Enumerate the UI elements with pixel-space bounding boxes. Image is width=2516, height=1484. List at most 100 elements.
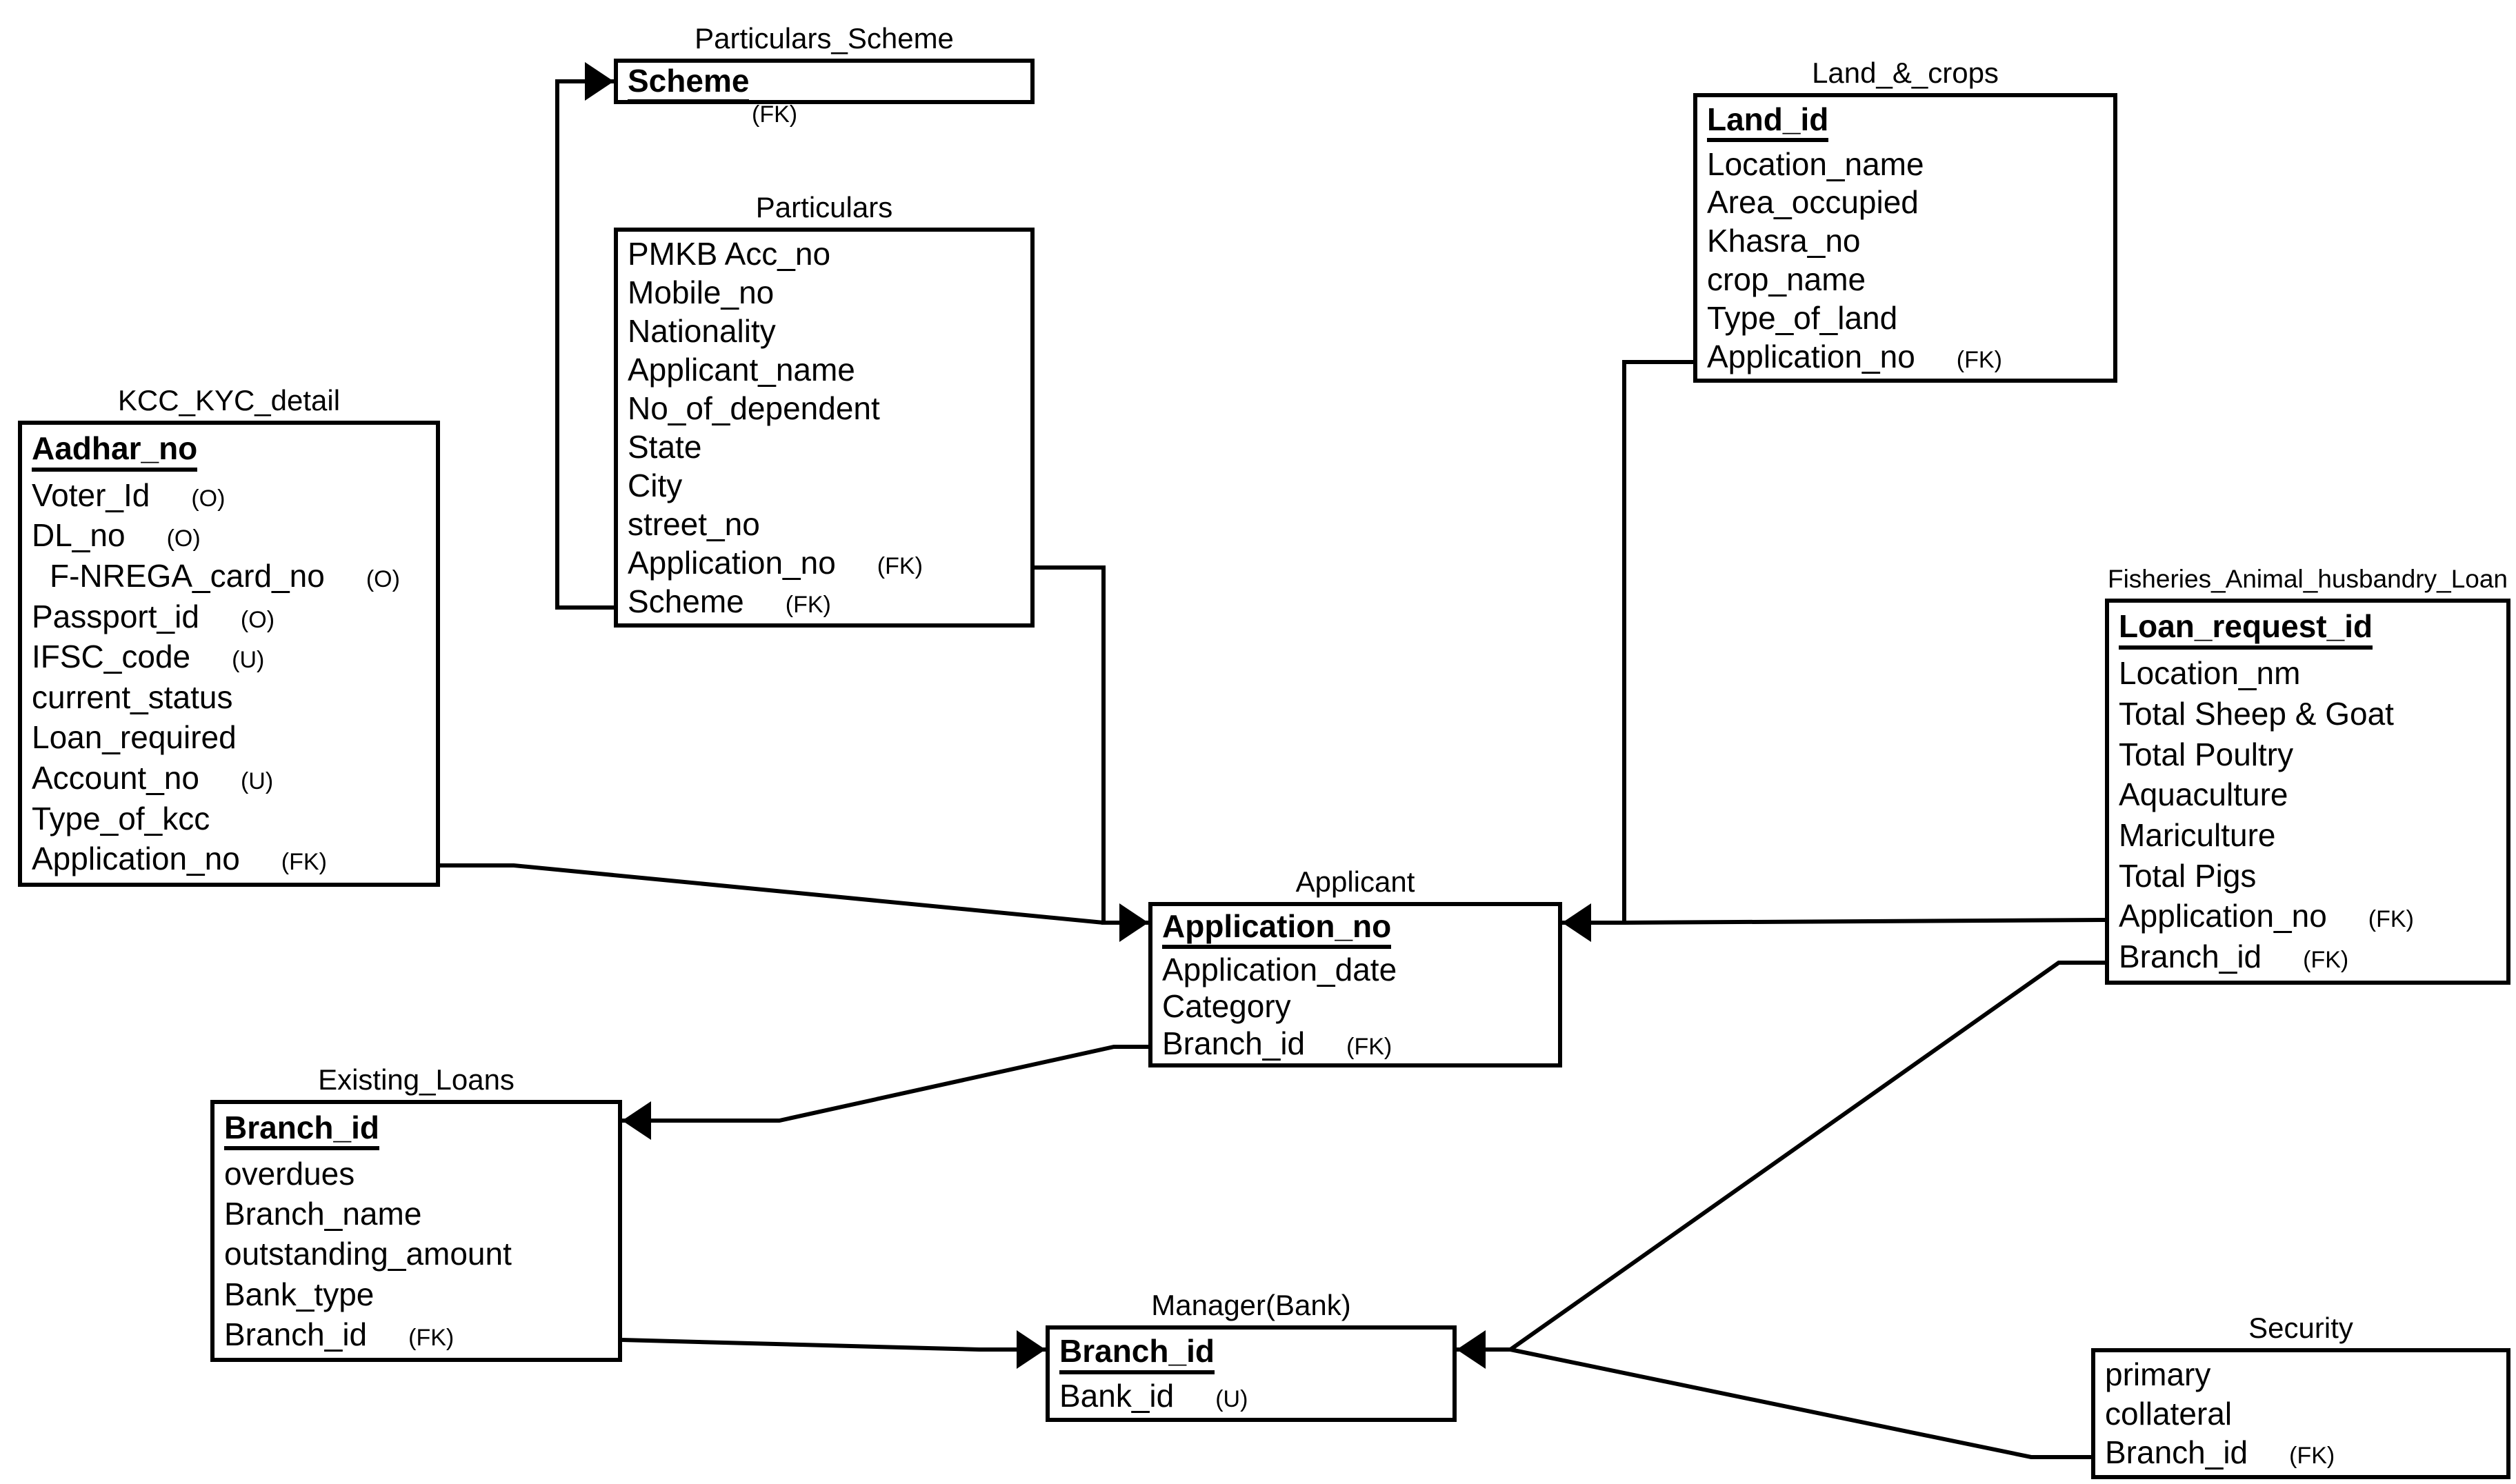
entity-fisheries-animal-husbandry-loan: Fisheries_Animal_husbandry_Loan Loan_req…	[2105, 566, 2510, 985]
attribute-row-primary-key: Aadhar_no	[32, 432, 436, 472]
attribute-row: Type_of_land	[1707, 300, 2113, 337]
attribute-tag: (O)	[240, 606, 275, 633]
attribute-name: Passport_id	[32, 598, 199, 634]
entity-attributes: Scheme(FK)	[614, 59, 1035, 127]
attribute-row: Location_name	[1707, 146, 2113, 182]
attribute-row: Bank_type	[224, 1276, 618, 1312]
attribute-row: current_status	[32, 681, 436, 714]
attribute-row: Application_date	[1162, 952, 1558, 986]
attribute-row: Khasra_no	[1707, 224, 2113, 258]
attribute-name: DL_no	[32, 517, 126, 554]
connector-land-crops-to-applicant	[1562, 360, 1693, 942]
attribute-name: IFSC_code	[32, 639, 191, 675]
attribute-name: Total Pigs	[2119, 857, 2257, 894]
attribute-name: PMKB Acc_no	[628, 235, 831, 272]
attribute-row-primary-key: Branch_id	[224, 1111, 618, 1151]
attribute-row: collateral	[2105, 1397, 2506, 1431]
entity-title: Particulars_Scheme	[695, 22, 954, 54]
attribute-row: crop_name	[1707, 261, 2113, 298]
attribute-row: Application_no(FK)	[2119, 898, 2506, 934]
attribute-name: State	[628, 428, 702, 465]
attribute-tag: (FK)	[2289, 1443, 2335, 1470]
attribute-name: Bank_type	[224, 1276, 375, 1312]
connector-particulars-to-applicant	[1035, 565, 1148, 942]
attribute-row: Application_no (FK)	[628, 544, 1030, 581]
attribute-row: Nationality	[628, 314, 1030, 348]
attribute-name: overdues	[224, 1156, 355, 1192]
attribute-name: Category	[1162, 988, 1291, 1025]
attribute-tag: (O)	[166, 525, 201, 552]
attribute-row: Voter_Id(O)	[32, 479, 436, 512]
attribute-row: F-NREGA_card_no(O)	[32, 558, 436, 594]
attribute-name: primary	[2105, 1356, 2211, 1393]
attribute-row-primary-key: Application_no	[1162, 910, 1558, 950]
attribute-name: Branch_id	[1059, 1334, 1215, 1374]
entity-title: Fisheries_Animal_husbandry_Loan	[2107, 565, 2508, 593]
attribute-name: Type_of_land	[1707, 300, 1898, 337]
attribute-tag: (U)	[240, 768, 274, 795]
attribute-row: Bank_id(U)	[1059, 1379, 1452, 1413]
connector-kcc-kyc-to-applicant	[440, 863, 1104, 925]
attribute-name: Aquaculture	[2119, 776, 2288, 813]
attribute-name: Scheme	[628, 583, 744, 619]
attribute-name: Application_no	[2119, 898, 2327, 934]
attribute-name: outstanding_amount	[224, 1236, 512, 1272]
attribute-row: Area_occupied	[1707, 186, 2113, 219]
attribute-name: Location_name	[1707, 146, 1924, 182]
attribute-row: overdues	[224, 1156, 618, 1192]
connector-fisheries-to-manager	[1457, 961, 2105, 1369]
attribute-tag: (FK)	[1956, 347, 2002, 374]
attribute-name: Application_no	[1162, 910, 1392, 950]
attribute-row: Total Poultry	[2119, 736, 2506, 772]
attribute-row: IFSC_code(U)	[32, 639, 436, 675]
attribute-name: Area_occupied	[1707, 184, 1919, 221]
attribute-row: Mariculture	[2119, 819, 2506, 852]
attribute-name: Land_id	[1707, 102, 1829, 142]
attribute-row: PMKB Acc_no	[628, 237, 1030, 270]
attribute-row: Branch_id (FK)	[1162, 1025, 1558, 1061]
attribute-row: Branch_id(FK)	[2119, 940, 2506, 974]
entity-title: Existing_Loans	[318, 1063, 515, 1096]
attribute-row-primary-key: Loan_request_id	[2119, 610, 2506, 650]
attribute-tag: (FK)	[2303, 947, 2349, 974]
attribute-name: Applicant_name	[628, 351, 855, 388]
attribute-name: Mariculture	[2119, 817, 2276, 854]
attribute-name: crop_name	[1707, 261, 1866, 298]
attribute-name: Total Poultry	[2119, 736, 2294, 772]
attribute-name: Aadhar_no	[32, 432, 198, 472]
connector-fisheries-to-applicant	[1624, 918, 2106, 925]
attribute-row: Location_nm	[2119, 656, 2506, 690]
attribute-row: Applicant_name	[628, 351, 1030, 388]
attribute-row: Branch_id (FK)	[2105, 1434, 2506, 1471]
attribute-name: Application_no	[32, 841, 240, 877]
attribute-name: F-NREGA_card_no	[50, 558, 325, 594]
attribute-name: Application_no	[628, 544, 836, 581]
attribute-name: street_no	[628, 505, 760, 542]
attribute-row: Application_no(FK)	[1707, 340, 2113, 374]
attribute-name: Type_of_kcc	[32, 800, 210, 836]
attribute-row: Loan_required	[32, 721, 436, 754]
attribute-name: current_status	[32, 679, 233, 715]
entity-title: Land_&_crops	[1812, 57, 1999, 89]
attribute-tag: (FK)	[877, 552, 923, 579]
connector-particulars-to-particulars-scheme	[555, 62, 614, 610]
attribute-name: Branch_id	[2105, 1434, 2248, 1471]
attribute-name: Branch_id	[1162, 1025, 1306, 1061]
attribute-tag: (FK)	[785, 591, 831, 618]
attribute-tag: (FK)	[1346, 1033, 1392, 1060]
attribute-row: Account_no(U)	[32, 761, 436, 795]
attribute-row-primary-key: Scheme(FK)	[628, 64, 1030, 127]
attribute-row-primary-key: Branch_id	[1059, 1334, 1452, 1374]
attribute-row: No_of_dependent	[628, 391, 1030, 425]
attribute-name: Location_nm	[2119, 655, 2301, 692]
